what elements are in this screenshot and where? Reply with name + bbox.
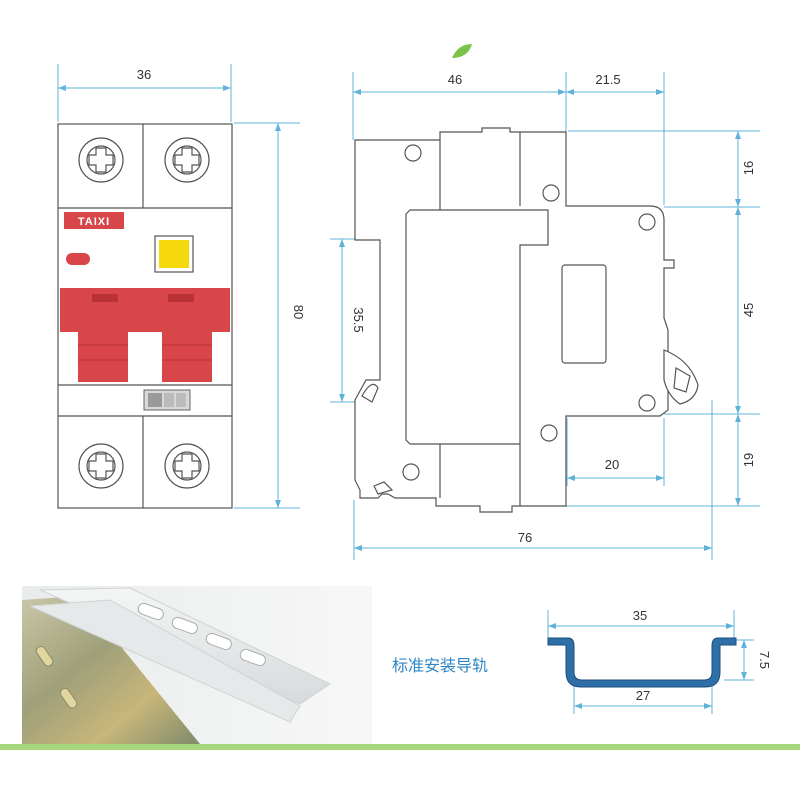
side-top-height-label: 16 [741,161,756,175]
rail-dimensions [547,610,754,714]
front-view: 36 80 [57,64,306,509]
phillips-screw-icon [164,137,210,183]
side-total-width-dimension [353,400,713,560]
side-inner-width-dimension [566,418,665,486]
side-inner-height-label: 35.5 [351,307,366,332]
front-width-dimension [57,64,232,122]
side-bottom-height-label: 19 [741,453,756,467]
side-mid-height-label: 45 [741,303,756,317]
din-rail-caption: 标准安装导轨 [392,656,489,675]
phillips-screw-icon [164,443,210,489]
din-rail-profile: 35 27 7.5 [547,608,772,714]
rail-cross-section [547,637,737,688]
red-indicator [66,253,90,265]
front-height-dimension [234,122,300,509]
green-divider [0,744,800,750]
side-total-width-label: 76 [518,530,532,545]
leaf-icon [452,44,472,58]
phillips-screw-icon [78,443,124,489]
brand-plate [64,212,124,229]
rail-bottom-width-label: 27 [636,688,650,703]
grey-switch [143,389,191,411]
side-view: 46 21.5 16 45 19 35.5 [330,72,760,560]
brand-label: TAIXI [78,216,110,228]
toggle-lever [60,288,230,382]
side-right-width-label: 21.5 [595,72,620,87]
front-width-label: 36 [137,67,151,82]
din-rail-photo [22,586,372,744]
front-height-label: 80 [291,305,306,319]
phillips-screw-icon [78,137,124,183]
rail-depth-label: 7.5 [757,651,772,669]
side-body [354,127,699,513]
test-button [159,240,189,268]
side-inner-width-label: 20 [605,457,619,472]
side-top-dimensions [352,72,665,205]
side-left-width-label: 46 [448,72,462,87]
rail-top-width-label: 35 [633,608,647,623]
